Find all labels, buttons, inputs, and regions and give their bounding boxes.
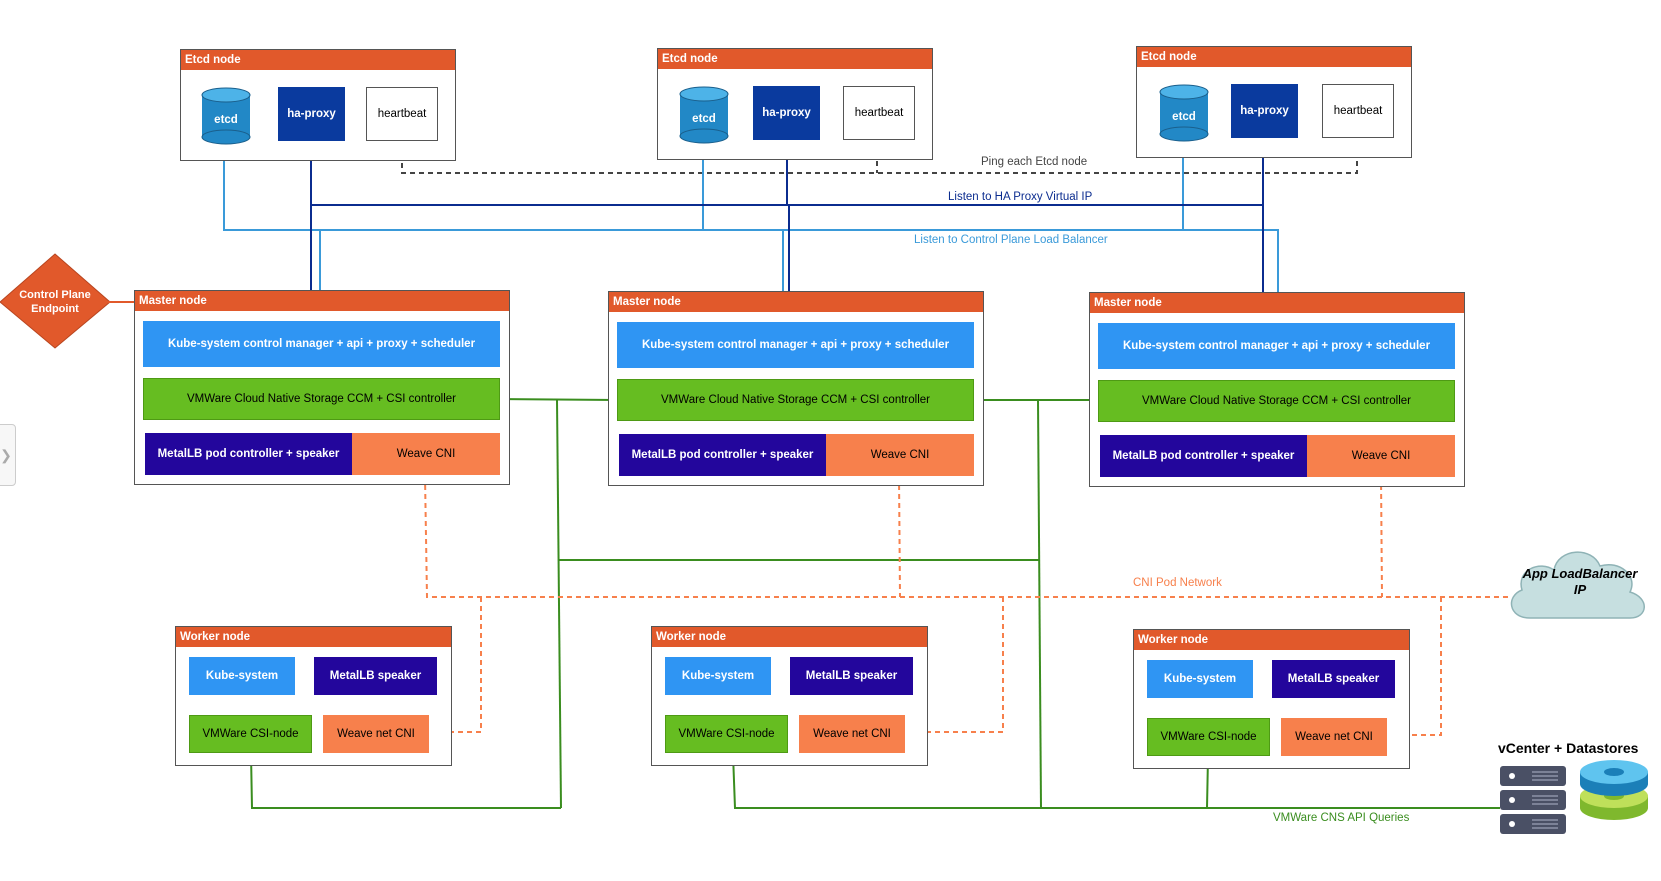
ha-proxy-box[interactable]: ha-proxy [753, 86, 820, 140]
etcd-cylinder-icon [679, 86, 729, 144]
node-title: Etcd node [181, 50, 455, 70]
control-plane-endpoint-label: Control Plane Endpoint [19, 289, 91, 315]
node-title: Etcd node [1137, 47, 1411, 67]
metallb-speaker-box[interactable]: MetalLB speaker [1272, 660, 1395, 698]
metallb-box[interactable]: MetalLB pod controller + speaker [1100, 435, 1307, 477]
chevron-right-icon[interactable]: ❯ [0, 424, 16, 486]
cns-controller-box[interactable]: VMWare Cloud Native Storage CCM + CSI co… [617, 379, 974, 421]
kube-system-box[interactable]: Kube-system control manager + api + prox… [617, 322, 974, 368]
etcd-node: Etcd node etcd ha-proxy heartbeat [180, 49, 456, 161]
weave-net-cni-box[interactable]: Weave net CNI [1281, 718, 1387, 756]
ha-vip-label: Listen to HA Proxy Virtual IP [948, 191, 1093, 203]
app-lb-label: App LoadBalancer IP [1522, 566, 1638, 597]
weave-cni-box[interactable]: Weave CNI [826, 434, 974, 476]
etcd-node: Etcd node etcd ha-proxy heartbeat [657, 48, 933, 160]
master-node: Master node Kube-system control manager … [608, 291, 984, 486]
cloud-icon [1510, 551, 1645, 619]
weave-net-cni-box[interactable]: Weave net CNI [799, 715, 905, 753]
node-title: Worker node [176, 627, 451, 647]
node-title: Master node [135, 291, 509, 311]
csi-node-box[interactable]: VMWare CSI-node [189, 715, 312, 753]
etcd-label: etcd [692, 113, 716, 125]
master-node: Master node Kube-system control manager … [134, 290, 510, 485]
etcd-cylinder-icon [1159, 84, 1209, 142]
kube-system-box[interactable]: Kube-system control manager + api + prox… [1098, 323, 1455, 369]
ha-proxy-box[interactable]: ha-proxy [1231, 84, 1298, 138]
vcenter-label: vCenter + Datastores [1498, 740, 1639, 756]
metallb-box[interactable]: MetalLB pod controller + speaker [145, 433, 352, 475]
metallb-speaker-box[interactable]: MetalLB speaker [314, 657, 437, 695]
kube-system-box[interactable]: Kube-system [665, 657, 771, 695]
cns-controller-box[interactable]: VMWare Cloud Native Storage CCM + CSI co… [1098, 380, 1455, 422]
csi-node-box[interactable]: VMWare CSI-node [665, 715, 788, 753]
node-title: Worker node [652, 627, 927, 647]
weave-cni-box[interactable]: Weave CNI [352, 433, 500, 475]
master-node: Master node Kube-system control manager … [1089, 292, 1465, 487]
weave-net-cni-box[interactable]: Weave net CNI [323, 715, 429, 753]
datastore-disk-icon [1580, 760, 1648, 820]
node-title: Worker node [1134, 630, 1409, 650]
etcd-cylinder-icon [201, 87, 251, 145]
node-title: Etcd node [658, 49, 932, 69]
ha-proxy-box[interactable]: ha-proxy [278, 87, 345, 141]
cns-api-label: VMWare CNS API Queries [1273, 812, 1410, 824]
weave-cni-box[interactable]: Weave CNI [1307, 435, 1455, 477]
cni-network-label: CNI Pod Network [1133, 577, 1222, 589]
heartbeat-box[interactable]: heartbeat [843, 86, 915, 140]
cp-lb-label: Listen to Control Plane Load Balancer [914, 234, 1108, 246]
csi-node-box[interactable]: VMWare CSI-node [1147, 718, 1270, 756]
heartbeat-box[interactable]: heartbeat [1322, 84, 1394, 138]
cns-connector [250, 398, 1500, 809]
worker-node: Worker node Kube-system MetalLB speaker … [175, 626, 452, 766]
kube-system-box[interactable]: Kube-system [1147, 660, 1253, 698]
server-rack-icon [1500, 766, 1566, 834]
worker-node: Worker node Kube-system MetalLB speaker … [1133, 629, 1410, 769]
heartbeat-box[interactable]: heartbeat [366, 87, 438, 141]
metallb-speaker-box[interactable]: MetalLB speaker [790, 657, 913, 695]
kube-system-box[interactable]: Kube-system control manager + api + prox… [143, 321, 500, 367]
ping-label: Ping each Etcd node [981, 156, 1088, 168]
node-title: Master node [609, 292, 983, 312]
worker-node: Worker node Kube-system MetalLB speaker … [651, 626, 928, 766]
metallb-box[interactable]: MetalLB pod controller + speaker [619, 434, 826, 476]
kube-system-box[interactable]: Kube-system [189, 657, 295, 695]
etcd-label: etcd [214, 114, 238, 126]
etcd-label: etcd [1172, 111, 1196, 123]
node-title: Master node [1090, 293, 1464, 313]
etcd-node: Etcd node etcd ha-proxy heartbeat [1136, 46, 1412, 158]
cns-controller-box[interactable]: VMWare Cloud Native Storage CCM + CSI co… [143, 378, 500, 420]
diamond-endpoint-icon [0, 253, 111, 349]
